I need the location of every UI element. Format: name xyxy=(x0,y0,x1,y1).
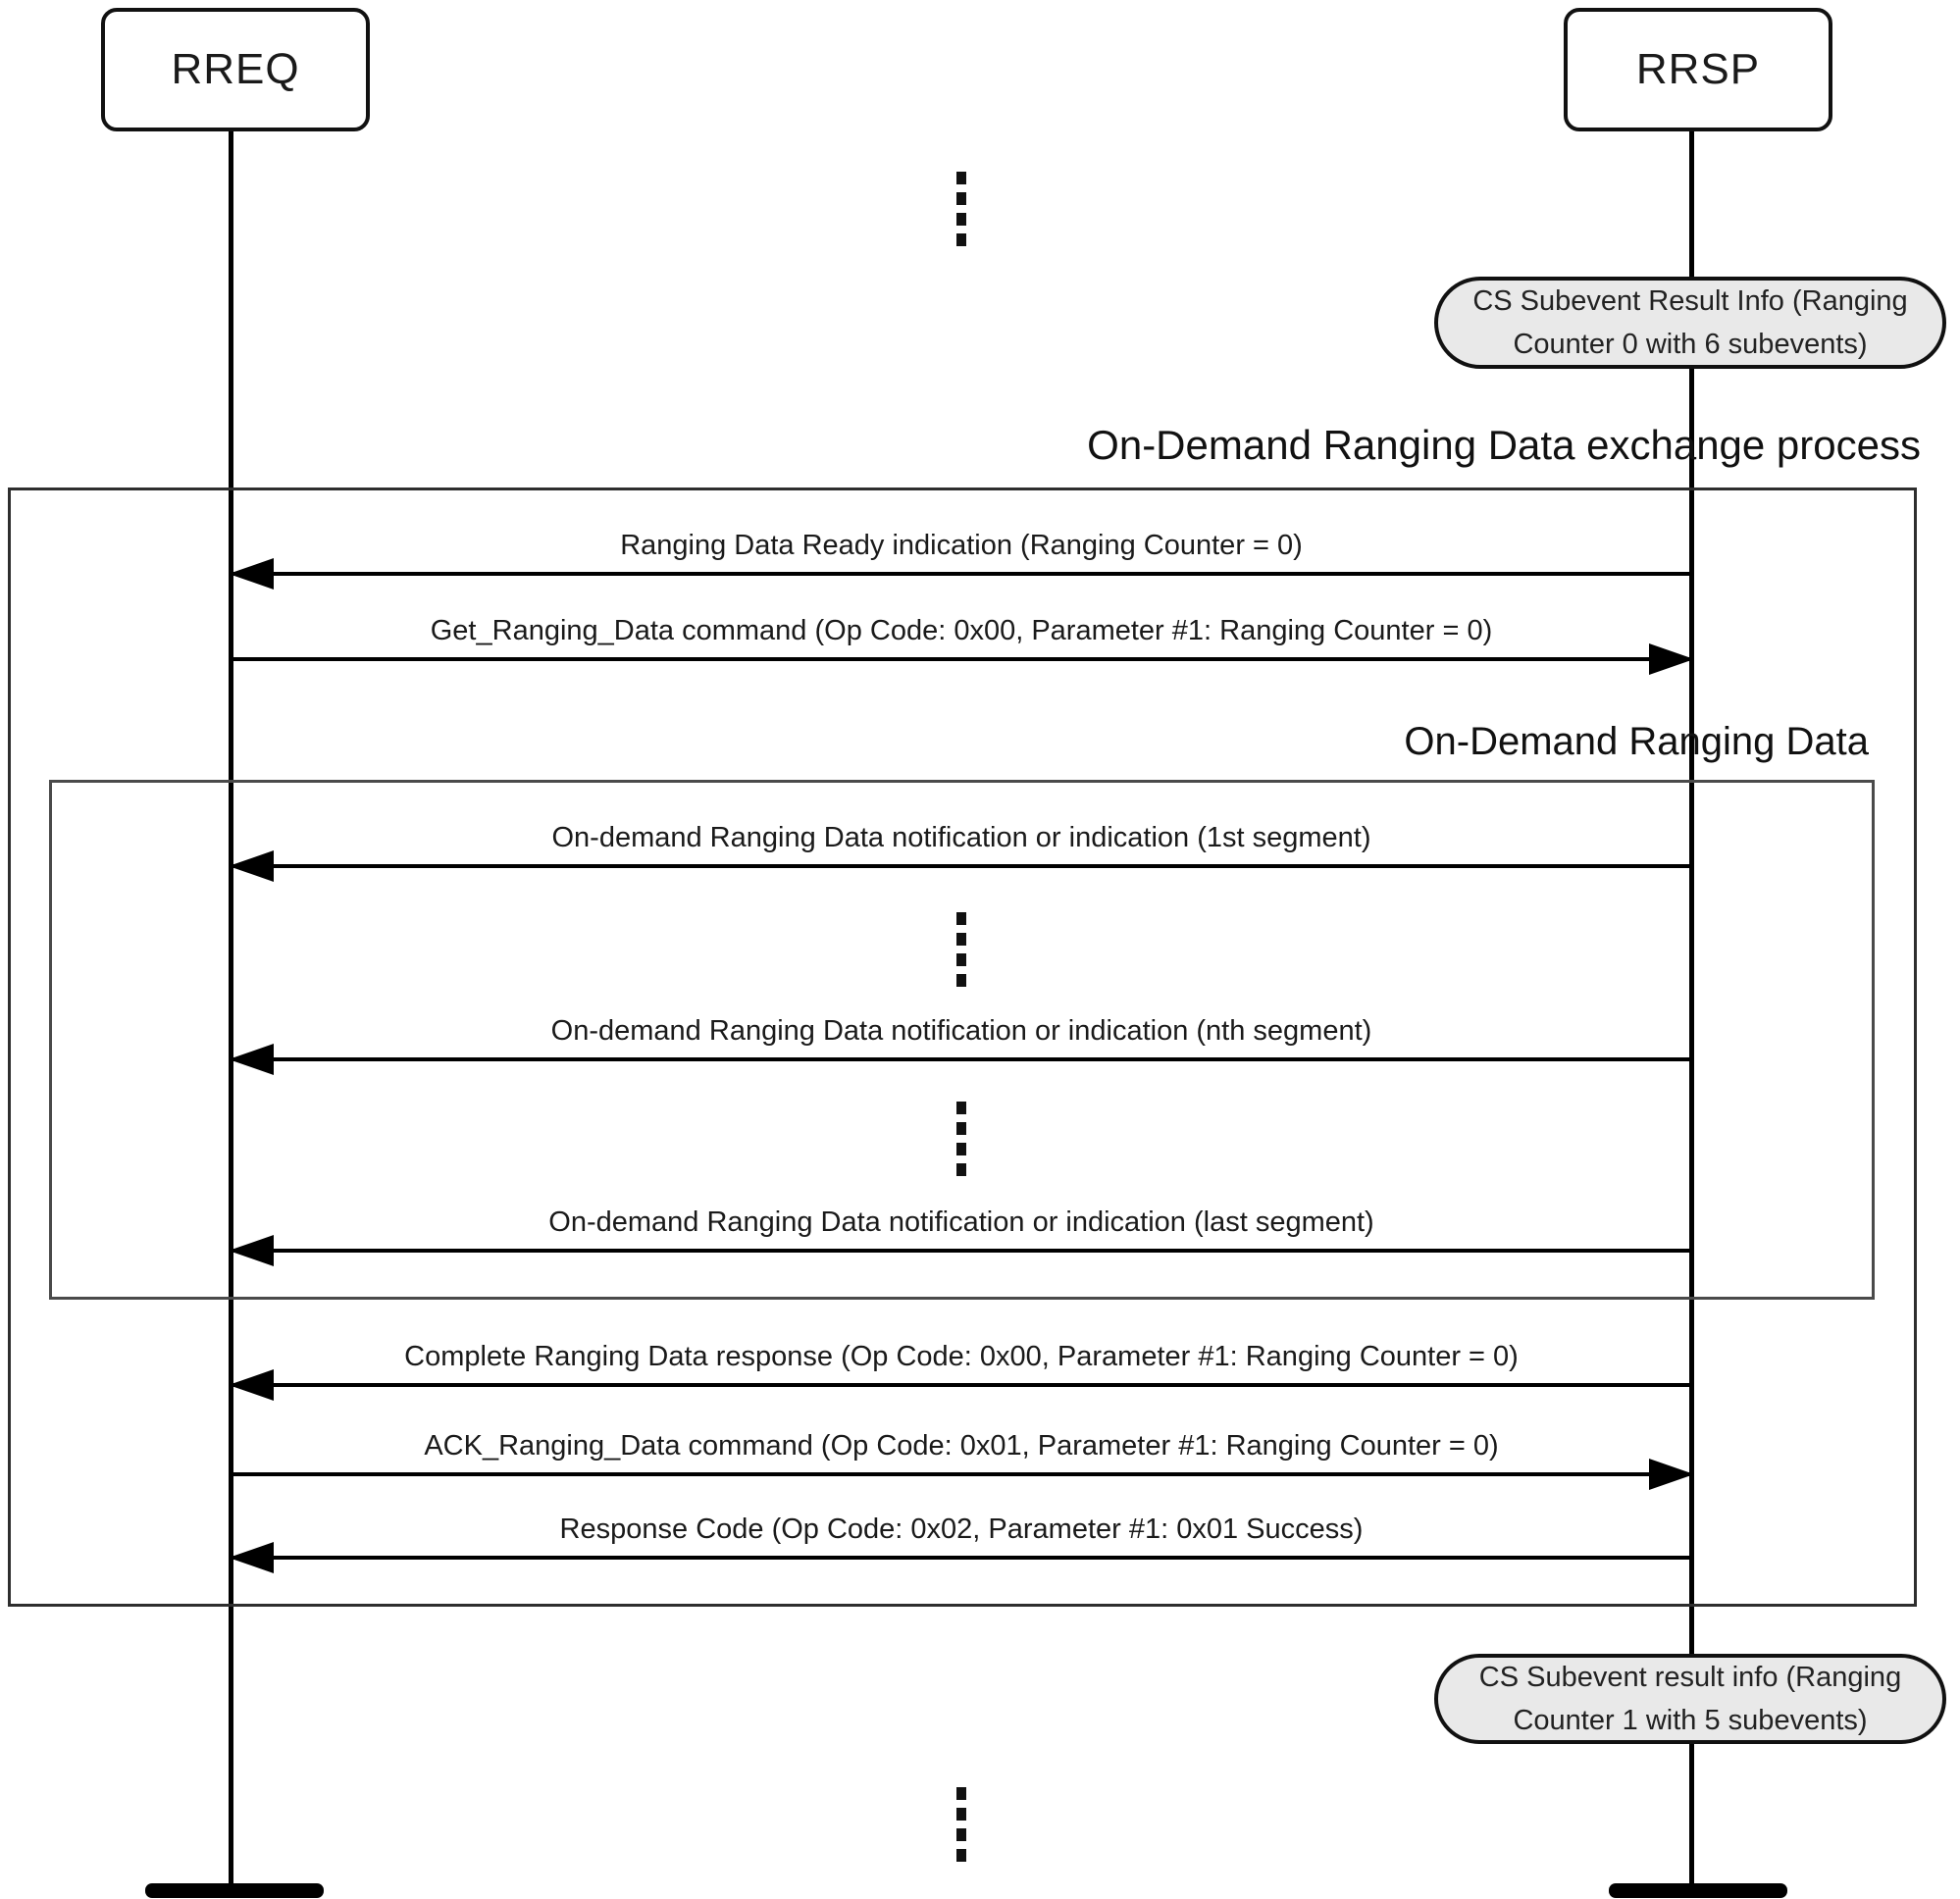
message-label: On-demand Ranging Data notification or i… xyxy=(550,1015,1372,1047)
outer-frame-title: On-Demand Ranging Data exchange process xyxy=(1087,422,1921,468)
message-label: On-demand Ranging Data notification or i… xyxy=(551,822,1371,853)
ellipsis-dots-bottom xyxy=(956,1787,966,1862)
arrow-head-left-icon xyxy=(229,1542,274,1573)
inner-frame-title: On-Demand Ranging Data xyxy=(1404,720,1869,763)
arrow-head-left-icon xyxy=(229,1235,274,1266)
arrow-head-left-icon xyxy=(229,850,274,882)
actor-box-rreq: RREQ xyxy=(101,8,370,131)
actor-rrsp-label: RRSP xyxy=(1635,45,1761,93)
arrow-line xyxy=(231,657,1692,661)
message-label: Ranging Data Ready indication (Ranging C… xyxy=(620,530,1303,561)
lifeline-end-bar-rrsp xyxy=(1609,1883,1787,1898)
message-label: ACK_Ranging_Data command (Op Code: 0x01,… xyxy=(424,1430,1499,1462)
arrow-head-right-icon xyxy=(1649,1459,1694,1490)
arrow-line xyxy=(231,1383,1692,1387)
arrow-line xyxy=(231,864,1692,868)
note-cs-subevent-counter1: CS Subevent result info (Ranging Counter… xyxy=(1434,1654,1946,1744)
lifeline-rreq xyxy=(229,124,233,1886)
note-top-label: CS Subevent Result Info (Ranging Counter… xyxy=(1472,285,1908,360)
inner-frame-border xyxy=(49,780,1875,1300)
note-bottom-label: CS Subevent result info (Ranging Counter… xyxy=(1478,1662,1902,1736)
ellipsis-dots-segments-2 xyxy=(956,1102,966,1176)
message-label: Response Code (Op Code: 0x02, Parameter … xyxy=(559,1514,1364,1545)
message-label: Complete Ranging Data response (Op Code:… xyxy=(404,1341,1519,1372)
actor-box-rrsp: RRSP xyxy=(1564,8,1832,131)
ellipsis-dots-top xyxy=(956,172,966,246)
arrow-line xyxy=(231,1556,1692,1560)
arrow-line xyxy=(231,1249,1692,1253)
arrow-line xyxy=(231,1472,1692,1476)
actor-rreq-label: RREQ xyxy=(171,45,300,93)
arrow-line xyxy=(231,572,1692,576)
arrow-head-left-icon xyxy=(229,1369,274,1401)
arrow-head-right-icon xyxy=(1649,643,1694,675)
note-cs-subevent-counter0: CS Subevent Result Info (Ranging Counter… xyxy=(1434,277,1946,369)
arrow-head-left-icon xyxy=(229,1044,274,1075)
lifeline-end-bar-rreq xyxy=(145,1883,324,1898)
ellipsis-dots-segments-1 xyxy=(956,912,966,987)
arrow-line xyxy=(231,1057,1692,1061)
arrow-head-left-icon xyxy=(229,558,274,590)
message-label: On-demand Ranging Data notification or i… xyxy=(548,1206,1374,1238)
outer-frame-border xyxy=(8,488,1917,1607)
message-label: Get_Ranging_Data command (Op Code: 0x00,… xyxy=(430,615,1493,646)
lifeline-rrsp xyxy=(1689,124,1694,1886)
